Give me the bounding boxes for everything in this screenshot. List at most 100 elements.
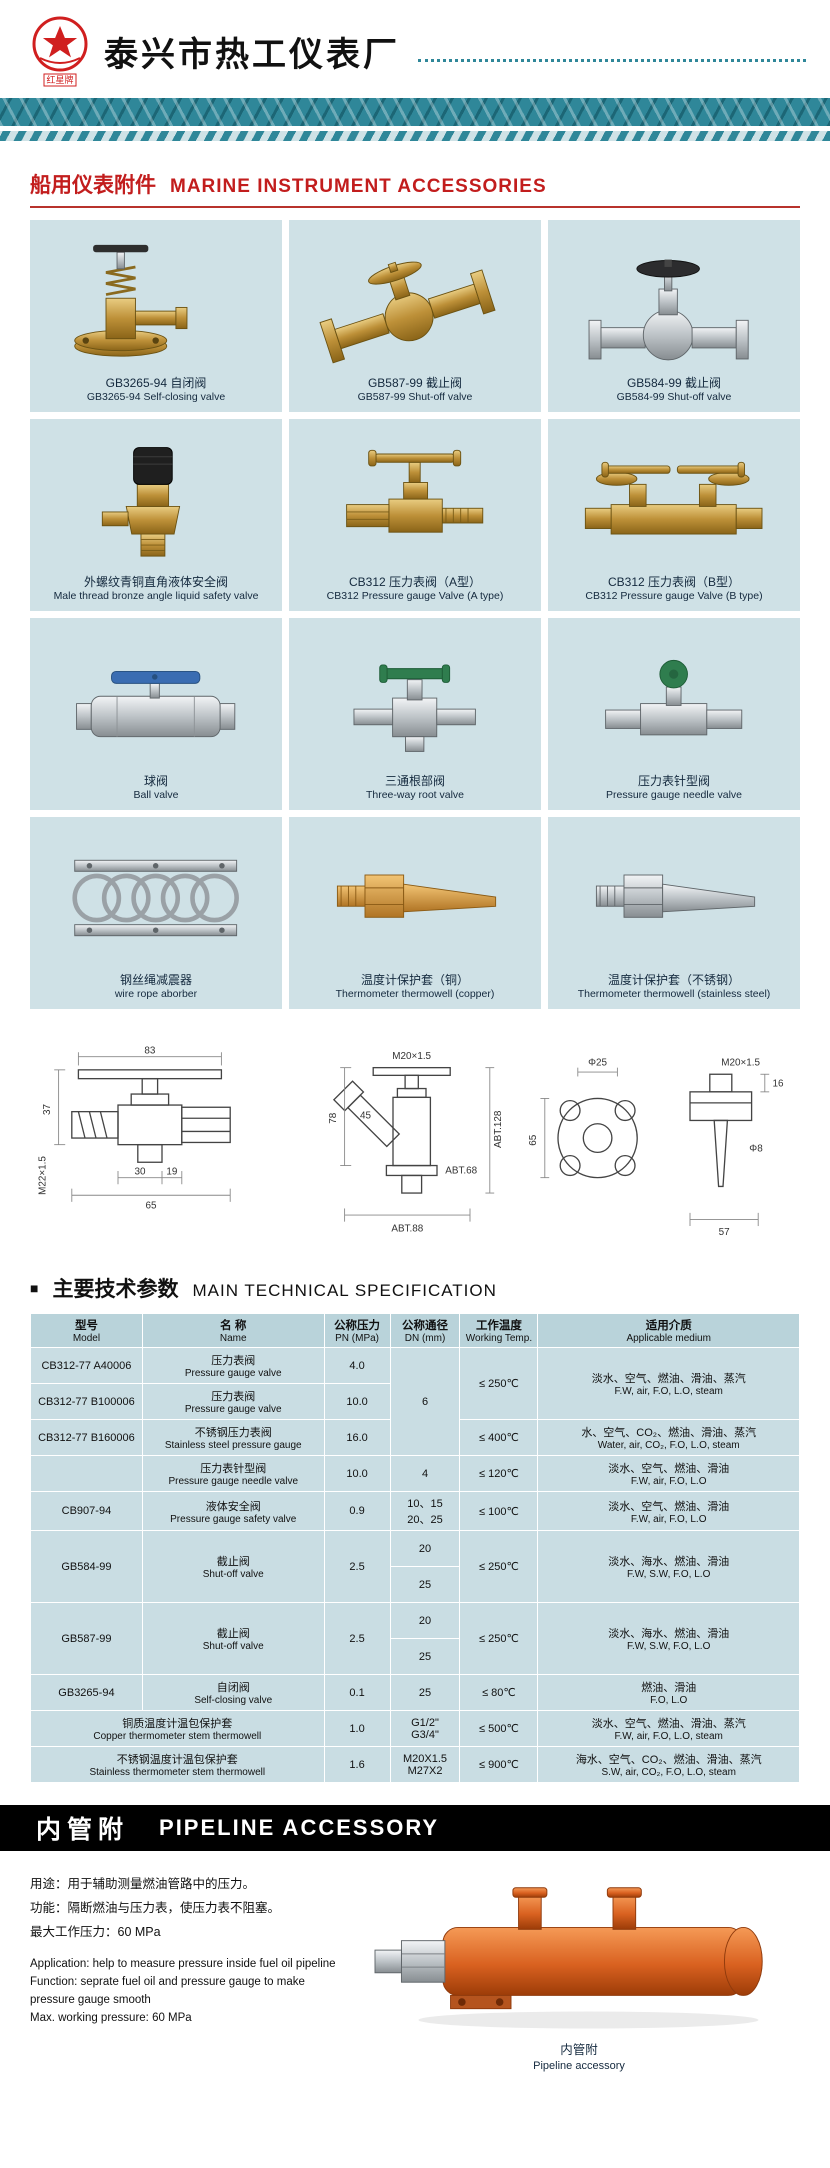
thermowell-copper-image bbox=[293, 823, 537, 972]
dim-label: Φ8 bbox=[749, 1143, 763, 1154]
pipeline-function-zh: 功能：隔断燃油与压力表，使压力表不阻塞。 bbox=[30, 1900, 281, 1915]
pressure-gauge-valve-b-image bbox=[552, 425, 796, 574]
cell-temp: ≤ 80℃ bbox=[459, 1674, 539, 1711]
cell-pn: 10.0 bbox=[323, 1383, 391, 1420]
cell-temp: ≤ 100℃ bbox=[459, 1491, 539, 1531]
dimension-drawing-3: Φ25 M20×1.5 65 16 Φ8 57 bbox=[528, 1057, 784, 1237]
cell-model: CB312-77 B160006 bbox=[30, 1419, 143, 1456]
product-caption-en: Male thread bronze angle liquid safety v… bbox=[53, 590, 259, 603]
cell-model: GB587-99 bbox=[30, 1602, 143, 1675]
pipeline-info: 用途：用于辅助测量燃油管路中的压力。 功能：隔断燃油与压力表，使压力表不阻塞。 … bbox=[30, 1867, 336, 2073]
logo-brand-text: 红星牌 bbox=[46, 74, 73, 85]
pipeline-function-en: Function: seprate fuel oil and pressure … bbox=[30, 1976, 305, 2006]
dimension-drawing-2: M20×1.5 78 ABT.128 45 ABT.68 ABT.88 bbox=[328, 1051, 504, 1235]
dim-label: ABT.88 bbox=[391, 1224, 423, 1235]
pipeline-accessory-figure: 内管附 Pipeline accessory bbox=[342, 1867, 816, 2073]
pipeline-banner-zh: 内管附 bbox=[36, 1816, 130, 1844]
company-name: 泰兴市热工仪表厂 bbox=[104, 34, 400, 75]
product-caption-en: GB3265-94 Self-closing valve bbox=[86, 391, 226, 404]
pressure-gauge-valve-a-image bbox=[293, 425, 537, 574]
dim-label: 45 bbox=[360, 1110, 372, 1121]
product-card: 外螺纹青铜直角液体安全阀 Male thread bronze angle li… bbox=[30, 419, 282, 611]
red-star-icon: 红星牌 bbox=[32, 16, 88, 87]
pipeline-pressure-en: Max. working pressure: 60 MPa bbox=[30, 2011, 192, 2024]
marine-section: 船用仪表附件 MARINE INSTRUMENT ACCESSORIES bbox=[30, 169, 800, 1009]
dim-label: 65 bbox=[528, 1134, 539, 1146]
cell-pn: 1.0 bbox=[323, 1710, 391, 1747]
product-caption-zh: 外螺纹青铜直角液体安全阀 bbox=[83, 575, 228, 590]
product-card: GB3265-94 自闭阀 GB3265-94 Self-closing val… bbox=[30, 220, 282, 412]
wire-rope-absorber-image bbox=[34, 823, 278, 972]
shut-off-valve-brass-image bbox=[293, 226, 537, 375]
cell-pn: 16.0 bbox=[323, 1419, 391, 1456]
product-caption-en: wire rope aborber bbox=[114, 988, 198, 1001]
cell-model: GB584-99 bbox=[30, 1530, 143, 1603]
product-grid: GB3265-94 自闭阀 GB3265-94 Self-closing val… bbox=[30, 220, 800, 1009]
dim-label: Φ25 bbox=[588, 1057, 607, 1068]
cell-pn: 2.5 bbox=[323, 1602, 391, 1675]
product-card: CB312 压力表阀（B型） CB312 Pressure gauge Valv… bbox=[548, 419, 800, 611]
product-caption-en: Ball valve bbox=[133, 789, 179, 802]
product-caption-en: GB584-99 Shut-off valve bbox=[616, 391, 732, 404]
dim-label: 83 bbox=[144, 1045, 156, 1056]
product-caption-zh: CB312 压力表阀（B型） bbox=[607, 575, 740, 590]
spec-section-title: ■ 主要技术参数 MAIN TECHNICAL SPECIFICATION bbox=[30, 1273, 800, 1303]
product-caption-zh: GB587-99 截止阀 bbox=[367, 376, 463, 391]
pipeline-section: 用途：用于辅助测量燃油管路中的压力。 功能：隔断燃油与压力表，使压力表不阻塞。 … bbox=[0, 1851, 830, 2097]
cell-dn: 20 bbox=[389, 1530, 461, 1567]
product-card: 三通根部阀 Three-way root valve bbox=[289, 618, 541, 810]
cell-model: GB3265-94 bbox=[30, 1674, 143, 1711]
dim-label: 19 bbox=[166, 1166, 178, 1177]
product-caption-en: Pressure gauge needle valve bbox=[605, 789, 742, 802]
dotted-leader bbox=[418, 36, 806, 62]
cell-temp: ≤ 120℃ bbox=[459, 1455, 539, 1492]
cell-temp: ≤ 250℃ bbox=[459, 1602, 539, 1675]
product-caption-en: Three-way root valve bbox=[365, 789, 465, 802]
product-caption-en: Thermometer thermowell (stainless steel) bbox=[577, 988, 771, 1001]
product-caption-en: CB312 Pressure gauge Valve (B type) bbox=[585, 590, 763, 603]
marine-title-en: MARINE INSTRUMENT ACCESSORIES bbox=[170, 176, 547, 197]
dim-label: 30 bbox=[134, 1166, 146, 1177]
product-caption-zh: 三通根部阀 bbox=[384, 774, 445, 789]
product-caption-en: Thermometer thermowell (copper) bbox=[335, 988, 495, 1001]
cell-model: CB312-77 A40006 bbox=[30, 1347, 143, 1384]
cell-temp: ≤ 250℃ bbox=[459, 1530, 539, 1603]
product-caption-zh: 球阀 bbox=[143, 774, 168, 789]
product-caption-zh: CB312 压力表阀（A型） bbox=[348, 575, 482, 590]
cell-dn: 6 bbox=[389, 1347, 461, 1456]
cell-temp: ≤ 400℃ bbox=[459, 1419, 539, 1456]
pipeline-accessory-image bbox=[374, 1887, 763, 2029]
product-caption-zh: GB3265-94 自闭阀 bbox=[105, 376, 207, 391]
dim-label: 78 bbox=[328, 1112, 339, 1124]
main-content: 船用仪表附件 MARINE INSTRUMENT ACCESSORIES bbox=[0, 141, 830, 1783]
spec-section: ■ 主要技术参数 MAIN TECHNICAL SPECIFICATION 型号… bbox=[30, 1273, 800, 1783]
cell-model: CB312-77 B100006 bbox=[30, 1383, 143, 1420]
dim-label: M20×1.5 bbox=[721, 1057, 760, 1068]
dim-label: M20×1.5 bbox=[392, 1051, 431, 1062]
pipeline-caption-en: Pipeline accessory bbox=[533, 2059, 625, 2072]
product-card: GB587-99 截止阀 GB587-99 Shut-off valve bbox=[289, 220, 541, 412]
cell-dn: 25 bbox=[389, 1674, 461, 1711]
